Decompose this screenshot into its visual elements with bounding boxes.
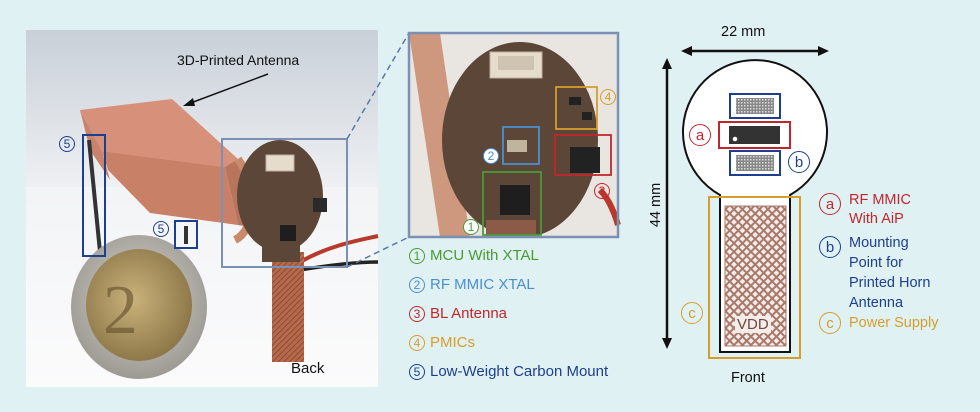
carbon-rod-small <box>184 226 188 244</box>
vdd-label: VDD <box>735 316 771 333</box>
rf-mmic-xtal-box <box>502 126 540 165</box>
pin1-dot <box>732 136 738 142</box>
zoom-connector-top <box>346 32 410 140</box>
two-euro-coin: 2 <box>71 235 207 379</box>
front-legend-label-c: Power Supply <box>849 315 939 331</box>
legend-item-mcu: 1 MCU With XTAL <box>409 247 539 265</box>
legend-label: Low-Weight Carbon Mount <box>430 363 609 380</box>
front-legend-label-a: RF MMIC With AiP <box>849 192 912 227</box>
pmics-box <box>555 86 598 130</box>
back-view-label: Back <box>291 360 325 377</box>
front-legend-label-b: Mounting Point for Printed Horn Antenna <box>849 235 931 311</box>
marker-5-small: 5 <box>153 221 169 237</box>
carbon-mount-box-tall <box>82 134 106 257</box>
legend-item-bl-antenna: 3 BL Antenna <box>409 305 507 323</box>
power-supply-box <box>708 196 801 359</box>
svg-text:2: 2 <box>103 272 138 349</box>
legend-marker-4: 4 <box>409 335 425 351</box>
legend-marker-2: 2 <box>409 277 425 293</box>
legend-item-carbon-mount: 5 Low-Weight Carbon Mount <box>409 363 608 381</box>
mcu-box <box>482 171 542 236</box>
carbon-rod-tall <box>87 139 102 253</box>
inset-marker-1: 1 <box>463 219 479 235</box>
legend-label: BL Antenna <box>430 305 508 322</box>
legend-label: PMICs <box>430 334 475 351</box>
zoom-region-box <box>221 138 348 268</box>
legend-label: RF MMIC XTAL <box>430 276 535 293</box>
pcb-back <box>237 140 327 362</box>
rf-mmic-chip <box>729 126 780 144</box>
legend-label: MCU With XTAL <box>430 247 539 264</box>
zoom-connector-bottom <box>346 236 410 268</box>
front-legend-marker-a: a <box>819 193 841 215</box>
inset-marker-3: 3 <box>594 183 610 199</box>
legend-marker-3: 3 <box>409 306 425 322</box>
diagram-marker-b: b <box>788 151 810 173</box>
inset-marker-4: 4 <box>600 89 616 105</box>
front-view-label: Front <box>731 370 765 386</box>
front-legend-marker-c: c <box>819 312 841 334</box>
legend-item-rf-mmic-xtal: 2 RF MMIC XTAL <box>409 276 535 294</box>
legend-item-pmics: 4 PMICs <box>409 334 475 352</box>
zoom-inset-frame <box>407 31 620 239</box>
diagram-marker-a: a <box>689 124 711 146</box>
antenna-arrow <box>187 73 269 105</box>
bl-antenna-box <box>554 134 612 176</box>
carbon-mount-box-small <box>174 220 198 249</box>
legend-marker-1: 1 <box>409 248 425 264</box>
legend-marker-5: 5 <box>409 364 425 380</box>
antenna-label: 3D-Printed Antenna <box>177 52 300 68</box>
diagram-marker-c: c <box>681 302 703 324</box>
inset-marker-2: 2 <box>483 148 499 164</box>
marker-5-tall: 5 <box>59 136 75 152</box>
front-legend-marker-b: b <box>819 236 841 258</box>
width-label: 22 mm <box>721 24 766 40</box>
height-label: 44 mm <box>648 182 665 228</box>
